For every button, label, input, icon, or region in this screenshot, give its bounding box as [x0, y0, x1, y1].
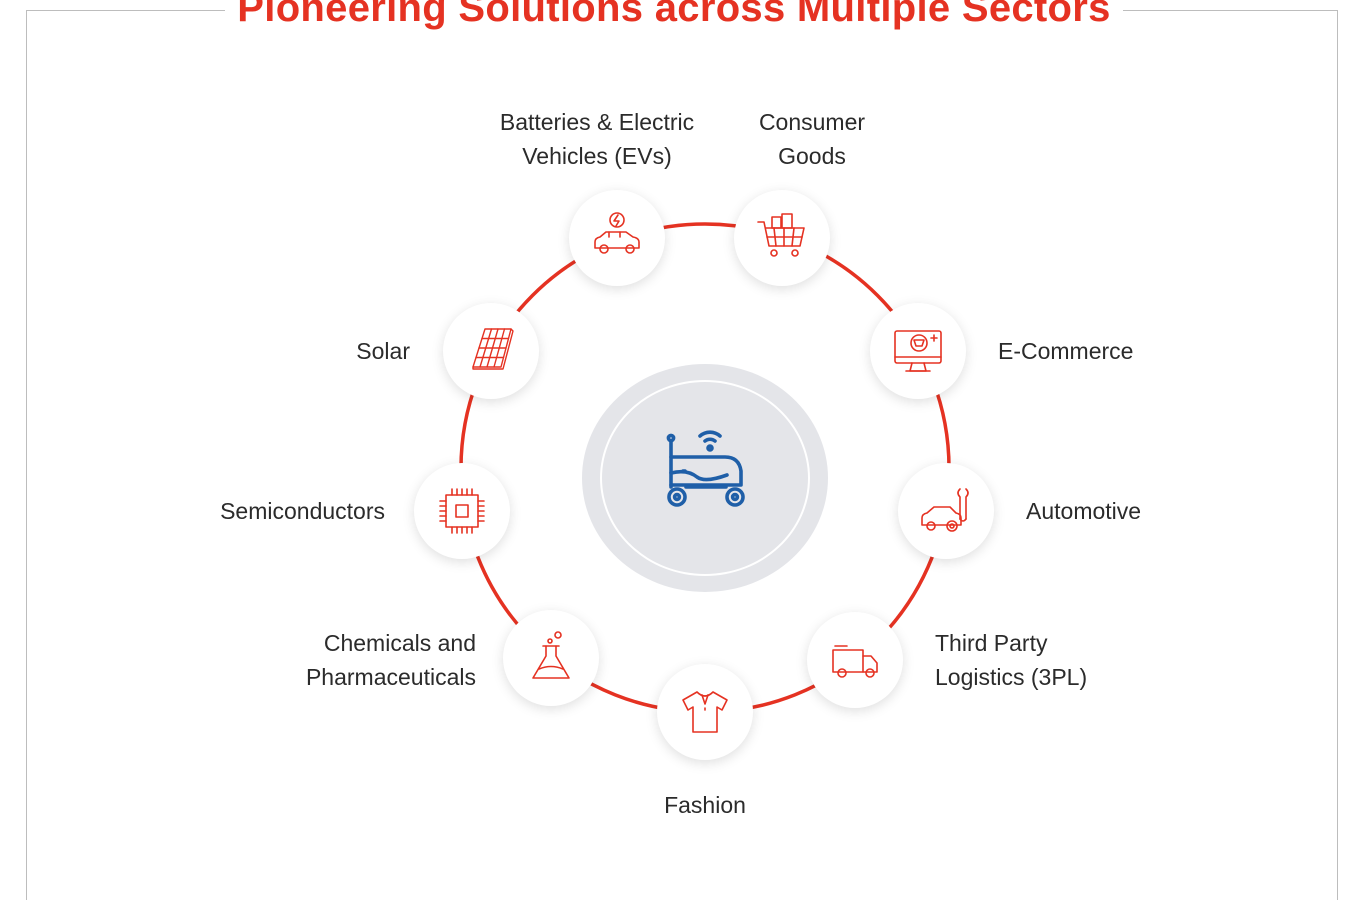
sector-label-semiconductors: Semiconductors [220, 498, 385, 524]
sector-label-solar: Solar [356, 338, 410, 364]
electric-car-icon [594, 212, 640, 254]
monitor-cart-icon [894, 330, 942, 372]
delivery-truck-icon [832, 645, 878, 678]
sector-label-automotive: Automotive [1026, 498, 1142, 524]
sector-node-e-commerce[interactable] [870, 303, 966, 399]
sector-node-semiconductors[interactable] [414, 463, 510, 559]
sector-label-e-commerce: E-Commerce [998, 338, 1134, 364]
solar-panel-icon [472, 328, 514, 370]
chip-icon [439, 488, 485, 534]
sector-node-automotive[interactable] [898, 463, 994, 559]
sector-label-fashion: Fashion [664, 792, 746, 818]
sector-node-consumer-goods[interactable] [734, 190, 830, 286]
sector-node-fashion[interactable] [657, 664, 753, 760]
robot-vehicle-icon [666, 430, 745, 507]
shopping-cart-icon [757, 213, 805, 257]
flask-icon [532, 631, 570, 679]
sector-node-3pl[interactable] [807, 612, 903, 708]
page-title: Pioneering Solutions across Multiple Sec… [0, 0, 1348, 31]
sector-node-batteries-evs[interactable] [569, 190, 665, 286]
sector-node-solar[interactable] [443, 303, 539, 399]
car-wrench-icon [921, 488, 969, 532]
sector-node-chemicals[interactable] [503, 610, 599, 706]
shirt-icon [682, 691, 728, 733]
